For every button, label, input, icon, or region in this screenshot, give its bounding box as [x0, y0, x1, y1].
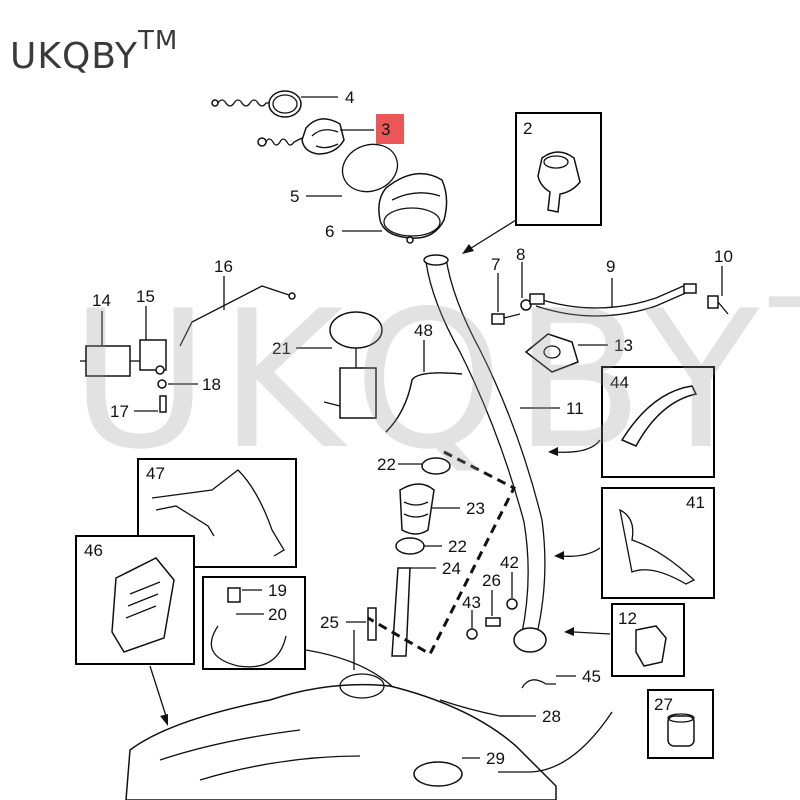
part-label-17: 17	[110, 402, 129, 421]
part-label-43: 43	[462, 593, 481, 612]
highlight-box-3	[376, 114, 404, 144]
part-label-4: 4	[345, 88, 354, 107]
part-3-fuel-cap[interactable]	[257, 118, 345, 155]
part-10-bolt[interactable]	[707, 295, 729, 315]
part-29-seal[interactable]	[413, 761, 463, 787]
part-label-46: 46	[84, 541, 103, 560]
part-48-hose[interactable]	[385, 372, 463, 433]
part-label-5: 5	[290, 187, 299, 206]
part-label-18: 18	[202, 375, 221, 394]
callout-box-12[interactable]	[611, 603, 685, 677]
part-label-45: 45	[582, 667, 601, 686]
part-13-bracket[interactable]	[524, 333, 579, 373]
part-42-clip[interactable]	[506, 598, 518, 610]
part-18-washer[interactable]	[157, 379, 167, 389]
part-28-line[interactable]	[439, 699, 520, 717]
part-label-26: 26	[482, 571, 501, 590]
part-label-3: 3	[381, 120, 390, 139]
part-label-22a: 22	[377, 455, 396, 474]
callout-box-19-20[interactable]	[202, 576, 306, 670]
part-16-fuel-line[interactable]	[179, 285, 296, 347]
part-label-2: 2	[523, 119, 532, 138]
part-label-15: 15	[136, 287, 155, 306]
watermark: UKQBYTM	[70, 270, 800, 491]
assembly-outline	[367, 450, 517, 657]
part-7-bolt[interactable]	[491, 313, 521, 325]
callout-box-44[interactable]	[601, 366, 715, 478]
part-label-21: 21	[272, 339, 291, 358]
callout-box-46[interactable]	[75, 535, 195, 665]
brand-trademark: TM	[138, 26, 179, 56]
part-21-fuel-pump[interactable]	[323, 311, 383, 419]
part-label-44: 44	[610, 373, 629, 392]
part-8-washer[interactable]	[520, 299, 532, 311]
part-24-tube[interactable]	[391, 567, 411, 657]
part-label-24: 24	[442, 559, 461, 578]
part-label-48: 48	[414, 321, 433, 340]
part-23-hose[interactable]	[399, 483, 435, 535]
part-label-7: 7	[491, 255, 500, 274]
part-label-12: 12	[618, 609, 637, 628]
part-label-47: 47	[146, 464, 165, 483]
part-22-clamp-upper[interactable]	[421, 457, 451, 475]
part-label-23: 23	[466, 499, 485, 518]
part-15-bracket[interactable]	[139, 339, 167, 375]
part-label-6: 6	[325, 222, 334, 241]
part-22-clamp-lower[interactable]	[395, 537, 425, 555]
brand-name: UKQBY	[10, 36, 139, 77]
part-26-screw[interactable]	[485, 617, 501, 627]
callout-box-2[interactable]	[515, 112, 602, 226]
fuel-tank	[125, 673, 557, 800]
part-label-10: 10	[714, 247, 733, 266]
vent-line	[498, 711, 613, 773]
part-label-41: 41	[686, 493, 705, 512]
part-17-bolt[interactable]	[159, 395, 167, 413]
part-25-pin[interactable]	[367, 607, 377, 641]
part-label-9: 9	[606, 257, 615, 276]
watermark-text: UKQBY	[70, 270, 770, 491]
callout-box-27[interactable]	[647, 689, 714, 759]
part-label-29: 29	[486, 749, 505, 768]
part-label-42: 42	[500, 553, 519, 572]
part-label-19: 19	[268, 581, 287, 600]
part-11-filler-pipe[interactable]	[423, 254, 547, 653]
part-9-ground-strap[interactable]	[529, 283, 697, 317]
part-45-hose[interactable]	[521, 679, 556, 689]
part-label-16: 16	[214, 257, 233, 276]
part-43-nut[interactable]	[466, 628, 478, 640]
part-6-filler-cup[interactable]	[378, 172, 448, 244]
part-label-8: 8	[516, 245, 525, 264]
callout-box-47[interactable]	[137, 458, 297, 568]
callout-box-41[interactable]	[601, 487, 715, 599]
part-label-13: 13	[614, 336, 633, 355]
part-label-27: 27	[654, 695, 673, 714]
part-label-28: 28	[542, 707, 561, 726]
part-label-25: 25	[320, 613, 339, 632]
part-5-ring[interactable]	[336, 137, 404, 199]
part-label-11: 11	[566, 399, 584, 418]
part-4-strap[interactable]	[211, 90, 302, 118]
part-label-22b: 22	[448, 537, 467, 556]
part-14-filter[interactable]	[80, 345, 140, 377]
watermark-trademark: TM	[769, 270, 800, 422]
part-label-20: 20	[268, 605, 287, 624]
brand-logo: UKQBYTM	[10, 26, 178, 77]
part-label-14: 14	[92, 291, 111, 310]
